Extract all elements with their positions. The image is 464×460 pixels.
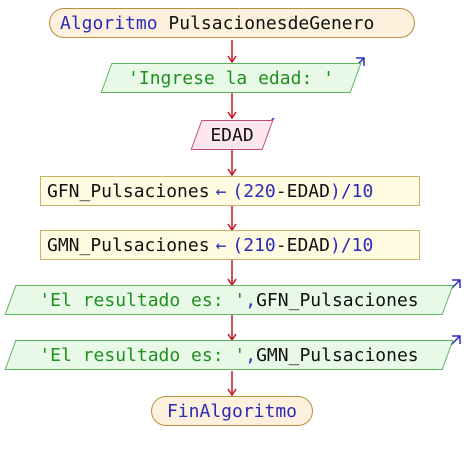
- input-1-variable: EDAD: [210, 124, 254, 146]
- comma: ,: [245, 289, 257, 311]
- output-1-text: 'Ingrese la edad: ': [128, 67, 334, 89]
- assign-1-target: GFN_Pulsaciones: [47, 180, 210, 202]
- close-paren: ): [329, 180, 341, 202]
- start-keyword: Algoritmo: [60, 12, 158, 34]
- assign-node-2[interactable]: GMN_Pulsaciones ← ( 210 - EDAD ) / 10: [40, 230, 420, 260]
- arrowhead-2: [227, 111, 237, 120]
- output-node-2[interactable]: 'El resultado es: ',GFN_Pulsaciones: [10, 285, 448, 315]
- input-node-1[interactable]: EDAD: [196, 120, 268, 150]
- open-paren: (: [232, 234, 244, 256]
- assign-arrow-icon: ←: [215, 180, 227, 202]
- assign-arrow-icon: ←: [215, 234, 227, 256]
- assign-2-number-1: 210: [243, 234, 276, 256]
- divide-operator: /: [340, 234, 352, 256]
- close-paren: ): [329, 234, 341, 256]
- assign-2-variable: EDAD: [286, 234, 330, 256]
- assign-2-number-2: 10: [351, 234, 374, 256]
- output-2-string: 'El resultado es: ': [39, 289, 246, 311]
- output-node-3[interactable]: 'El resultado es: ',GMN_Pulsaciones: [10, 340, 448, 370]
- assign-1-variable: EDAD: [286, 180, 330, 202]
- minus-operator: -: [275, 234, 287, 256]
- minus-operator: -: [275, 180, 287, 202]
- divide-operator: /: [340, 180, 352, 202]
- output-3-variable: GMN_Pulsaciones: [256, 344, 419, 366]
- open-paren: (: [232, 180, 244, 202]
- assign-2-target: GMN_Pulsaciones: [47, 234, 210, 256]
- output-3-string: 'El resultado es: ': [39, 344, 246, 366]
- start-node[interactable]: Algoritmo PulsacionesdeGenero: [49, 8, 415, 38]
- assign-1-number-1: 220: [243, 180, 276, 202]
- arrowhead-7: [227, 388, 237, 397]
- output-2-variable: GFN_Pulsaciones: [256, 289, 419, 311]
- output-node-1[interactable]: 'Ingrese la edad: ': [106, 63, 356, 93]
- arrowhead-3: [227, 168, 237, 177]
- assign-1-number-2: 10: [351, 180, 374, 202]
- algorithm-name: PulsacionesdeGenero: [168, 12, 375, 34]
- assign-node-1[interactable]: GFN_Pulsaciones ← ( 220 - EDAD ) / 10: [40, 176, 420, 206]
- end-node[interactable]: FinAlgoritmo: [151, 396, 313, 426]
- end-keyword: FinAlgoritmo: [166, 400, 298, 422]
- comma: ,: [245, 344, 257, 366]
- arrowhead-1: [227, 55, 237, 64]
